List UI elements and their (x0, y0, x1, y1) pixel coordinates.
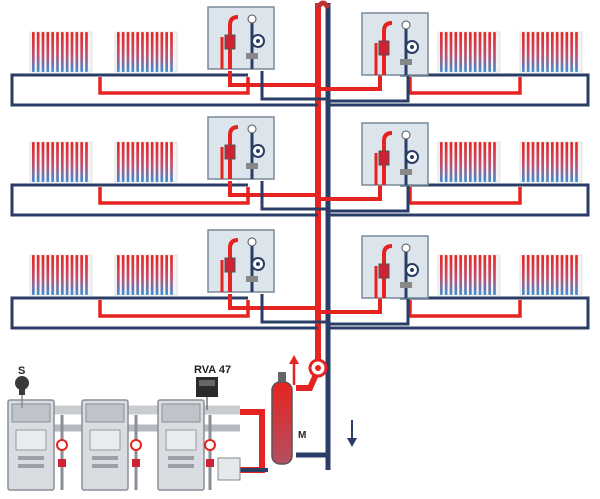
boiler-fitting-2 (130, 415, 142, 490)
flow-arrow-down (347, 420, 357, 447)
floor-left-return-branch (260, 71, 328, 101)
floor-left-supply-branch (228, 71, 318, 87)
flow-arrow-up (289, 355, 299, 385)
riser-top-loop (315, 0, 331, 10)
radiator-right-1 (437, 31, 501, 73)
floor-right-supply-branch (318, 294, 382, 314)
mixing-module-right (361, 235, 429, 299)
radiator-left-2 (114, 31, 178, 73)
floor-left-supply-loop (98, 77, 250, 95)
radiator-left-1 (29, 254, 93, 296)
boiler-supply-to-separator (240, 409, 265, 473)
outdoor-sensor (15, 376, 29, 408)
floor-right-supply-branch (318, 71, 382, 91)
controller-label: RVA 47 (194, 364, 231, 376)
separator-label: M (298, 430, 306, 441)
boiler-fitting-1 (56, 415, 68, 490)
hydraulic-separator (271, 372, 293, 465)
floor-left-supply-branch (228, 181, 318, 197)
boiler-1 (7, 399, 55, 491)
floor-left-supply-branch (228, 294, 318, 310)
floor-left-return-branch (260, 181, 328, 211)
radiator-left-2 (114, 254, 178, 296)
mixing-module-right (361, 122, 429, 186)
radiator-right-2 (519, 141, 583, 183)
boiler-fittings (56, 415, 241, 490)
floors-group (10, 6, 590, 330)
boiler-3 (157, 399, 205, 491)
floor-right-supply-loop (408, 300, 522, 318)
main-circulation-pump (308, 358, 328, 378)
boiler-room: S RVA 47 M (7, 355, 357, 491)
expansion-vessel (217, 457, 241, 481)
floor-right-return-branch (328, 71, 410, 103)
floor-right-supply-branch (318, 181, 382, 201)
boiler-2 (81, 399, 129, 491)
radiator-left-1 (29, 31, 93, 73)
mixing-module-left (207, 229, 275, 293)
floor-left-return-branch (260, 294, 328, 324)
floor-3 (10, 229, 590, 330)
mixing-module-left (207, 6, 275, 70)
floor-right-return-loop (328, 183, 590, 217)
floor-right-return-loop (328, 73, 590, 107)
radiator-right-1 (437, 141, 501, 183)
mixing-module-right (361, 12, 429, 76)
floor-right-return-loop (328, 296, 590, 330)
sensor-label: S (18, 365, 25, 377)
mixing-module-left (207, 116, 275, 180)
radiator-left-1 (29, 141, 93, 183)
floor-1 (10, 6, 590, 107)
radiator-right-1 (437, 254, 501, 296)
floor-left-supply-loop (98, 300, 250, 318)
floor-2 (10, 116, 590, 217)
floor-right-supply-loop (408, 77, 522, 95)
floor-left-return-loop (10, 296, 318, 330)
floor-right-return-branch (328, 294, 410, 326)
boiler-fitting-3 (204, 415, 216, 490)
radiator-left-2 (114, 141, 178, 183)
main-risers (315, 0, 331, 470)
controller-rva47 (196, 377, 218, 410)
floor-right-supply-loop (408, 187, 522, 205)
boilers-group (7, 399, 205, 491)
floor-left-return-loop (10, 183, 318, 217)
radiator-right-2 (519, 254, 583, 296)
radiator-right-2 (519, 31, 583, 73)
floor-left-return-loop (10, 73, 318, 107)
floor-right-return-branch (328, 181, 410, 213)
floor-left-supply-loop (98, 187, 250, 205)
